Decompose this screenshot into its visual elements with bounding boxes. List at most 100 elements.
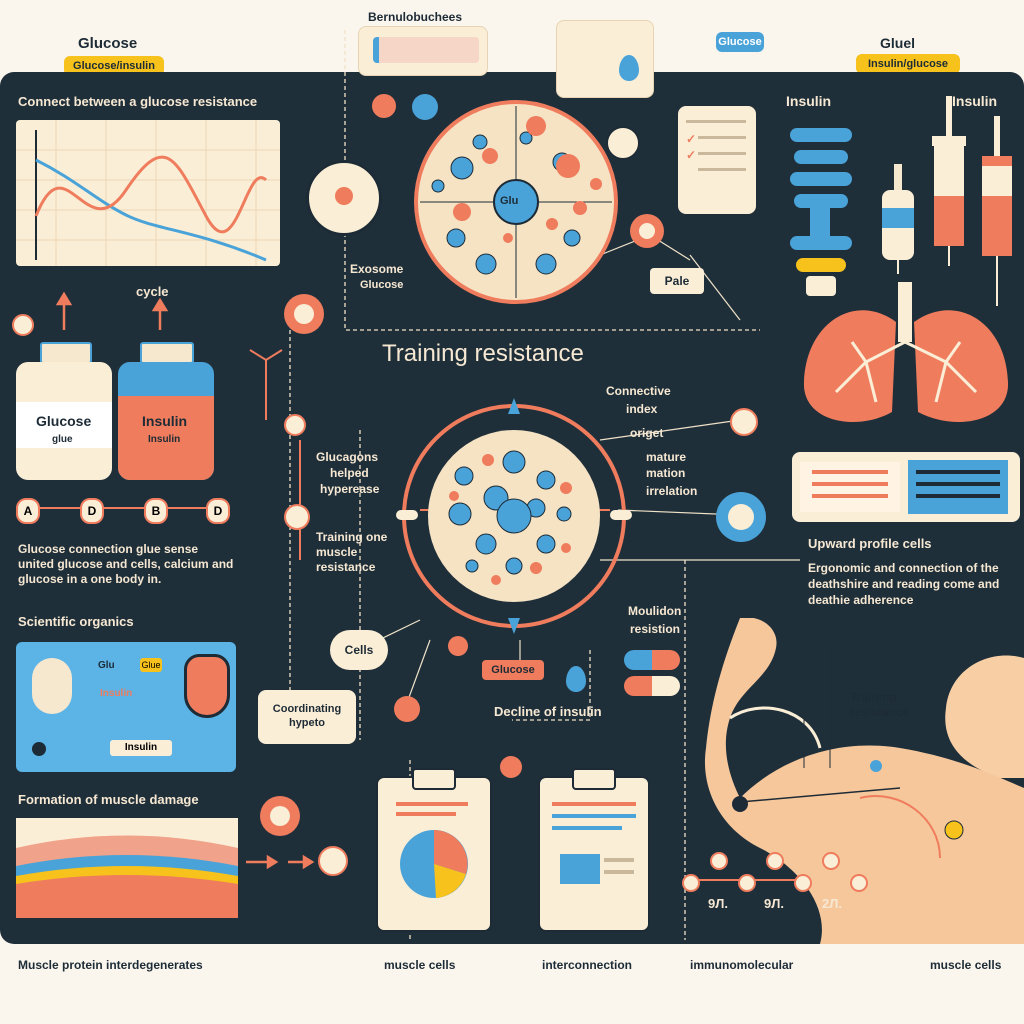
footer-label: Muscle protein interdegenerates [18, 958, 203, 972]
letter-marker: A [16, 498, 40, 524]
glucagons-label: Glucagons [316, 450, 379, 464]
glucose-bottle-label: Glucose [36, 413, 92, 429]
node-right-mid [716, 492, 766, 542]
chain-node [794, 874, 812, 892]
helped-label: helped [330, 466, 369, 480]
exosome-label: Exosome [350, 262, 404, 276]
top-card-left [358, 26, 488, 76]
glucose-tag: Glucose [482, 660, 544, 680]
mation-label: mation [646, 466, 686, 480]
scientific-panel: Glu Glue Insulin Insulin [16, 642, 236, 772]
footer-label: muscle cells [930, 958, 1002, 972]
inner-label: Insulin [100, 688, 133, 699]
bottom-node-1 [260, 796, 300, 836]
upward-label: Upward profile cells [808, 536, 932, 551]
water-drop-icon [619, 55, 639, 81]
info-card-right [792, 452, 1020, 522]
red-dot-icon [372, 94, 396, 118]
glucose-chart [16, 120, 280, 266]
irrelation-label: irrelation [646, 484, 698, 498]
glucose-top-label: Glucose [78, 35, 138, 52]
chain-node [822, 852, 840, 870]
mature-label: mature [646, 450, 687, 464]
exosome-circle [414, 100, 618, 304]
pale-tag: Pale [650, 268, 704, 294]
node-coral-small-2 [394, 696, 420, 722]
connective-label: Connective [606, 384, 671, 398]
inner-label: Glu [98, 660, 115, 671]
letter-marker: D [80, 498, 104, 524]
training-resistance-label: Training one muscle resistance [316, 530, 388, 574]
syringe-icon-3 [980, 116, 1016, 306]
insulin-bottle-label: Insulin [142, 413, 188, 429]
number-label: 9Л. [708, 896, 728, 911]
cycle-label: cycle [136, 284, 169, 299]
glucose-pill: Glucose/insulin [64, 56, 164, 76]
gluel-label: Gluel [880, 35, 916, 51]
footer-label: interconnection [542, 958, 633, 972]
small-node-top [606, 126, 640, 160]
document-icon: ✓ ✓ [678, 106, 756, 214]
scientific-label: Scientific organics [18, 614, 134, 629]
right-paragraph: Ergonomic and connection of the deathshi… [808, 561, 1000, 607]
marker-0 [284, 504, 310, 530]
syringe-icon-1 [878, 164, 918, 274]
letter-marker: B [144, 498, 168, 524]
inner-label: Glue [140, 658, 162, 672]
blue-dot-icon [412, 94, 438, 120]
insulin-pen-icon [790, 128, 852, 298]
marker-7 [730, 408, 758, 436]
muscle-layers [16, 818, 238, 918]
node-small-coral [448, 636, 468, 656]
connect-title: Connect between a glucose resistance [18, 94, 258, 109]
capsule-icon [624, 650, 680, 696]
moulidon-label: Moulidon [628, 604, 682, 618]
letter-marker: D [206, 498, 230, 524]
water-drop-icon [566, 666, 586, 692]
text-clipboard [538, 768, 650, 932]
insulin-label-2: Insulin [952, 93, 998, 109]
node-left-mid [284, 294, 324, 334]
chain-node [738, 874, 756, 892]
muscle-arm-figure [705, 618, 1024, 944]
chain-node [710, 852, 728, 870]
insulin-bottle: Insulin Insulin [118, 342, 214, 480]
marker-left-1 [284, 414, 306, 436]
resistion-label: resistion [630, 622, 681, 636]
inner-label: Insulin [110, 740, 172, 756]
origet-label: origet [630, 426, 664, 440]
bottom-node-3 [500, 756, 522, 778]
syringe-icon-2 [932, 96, 968, 266]
top-title: Bernulobuchees [368, 10, 463, 24]
glucose-bottle-sub: glue [52, 434, 73, 445]
left-paragraph: Glucose connection glue sense united glu… [18, 542, 234, 586]
marker-circle-a [12, 314, 34, 336]
number-label: 9Л. [764, 896, 784, 911]
bottom-node-2 [318, 846, 348, 876]
small-top-pill: Glucose [716, 32, 764, 52]
decline-label: Decline of insulin [494, 704, 602, 719]
circle-center-label: Glu [500, 195, 519, 207]
hyperease-label: hyperease [320, 482, 380, 496]
training-resistance-right: Training resistance [850, 690, 910, 719]
chain-node [682, 874, 700, 892]
footer-label: muscle cells [384, 958, 456, 972]
chain-node [850, 874, 868, 892]
coordinate-card: Coordinating hypeto [258, 690, 356, 744]
cells-tag: Cells [330, 630, 388, 670]
lungs-icon [803, 282, 1009, 422]
gluel-pill: Insulin/glucose [856, 54, 960, 74]
glucose-bottle: Glucose glue [16, 342, 112, 480]
coordinate-label: Coordinating hypeto [272, 703, 342, 729]
pie-clipboard [376, 768, 492, 932]
top-left-node [306, 160, 382, 236]
central-cell [396, 398, 632, 634]
target-node [630, 214, 664, 248]
chain-node [766, 852, 784, 870]
number-label: 2Л. [822, 896, 842, 911]
diagram-title: Training resistance [382, 340, 584, 367]
insulin-label-1: Insulin [786, 93, 832, 109]
insulin-bottle-sub: Insulin [148, 434, 181, 445]
gluco-label: Glucose [360, 279, 404, 291]
footer-label: immunomolecular [690, 958, 794, 972]
